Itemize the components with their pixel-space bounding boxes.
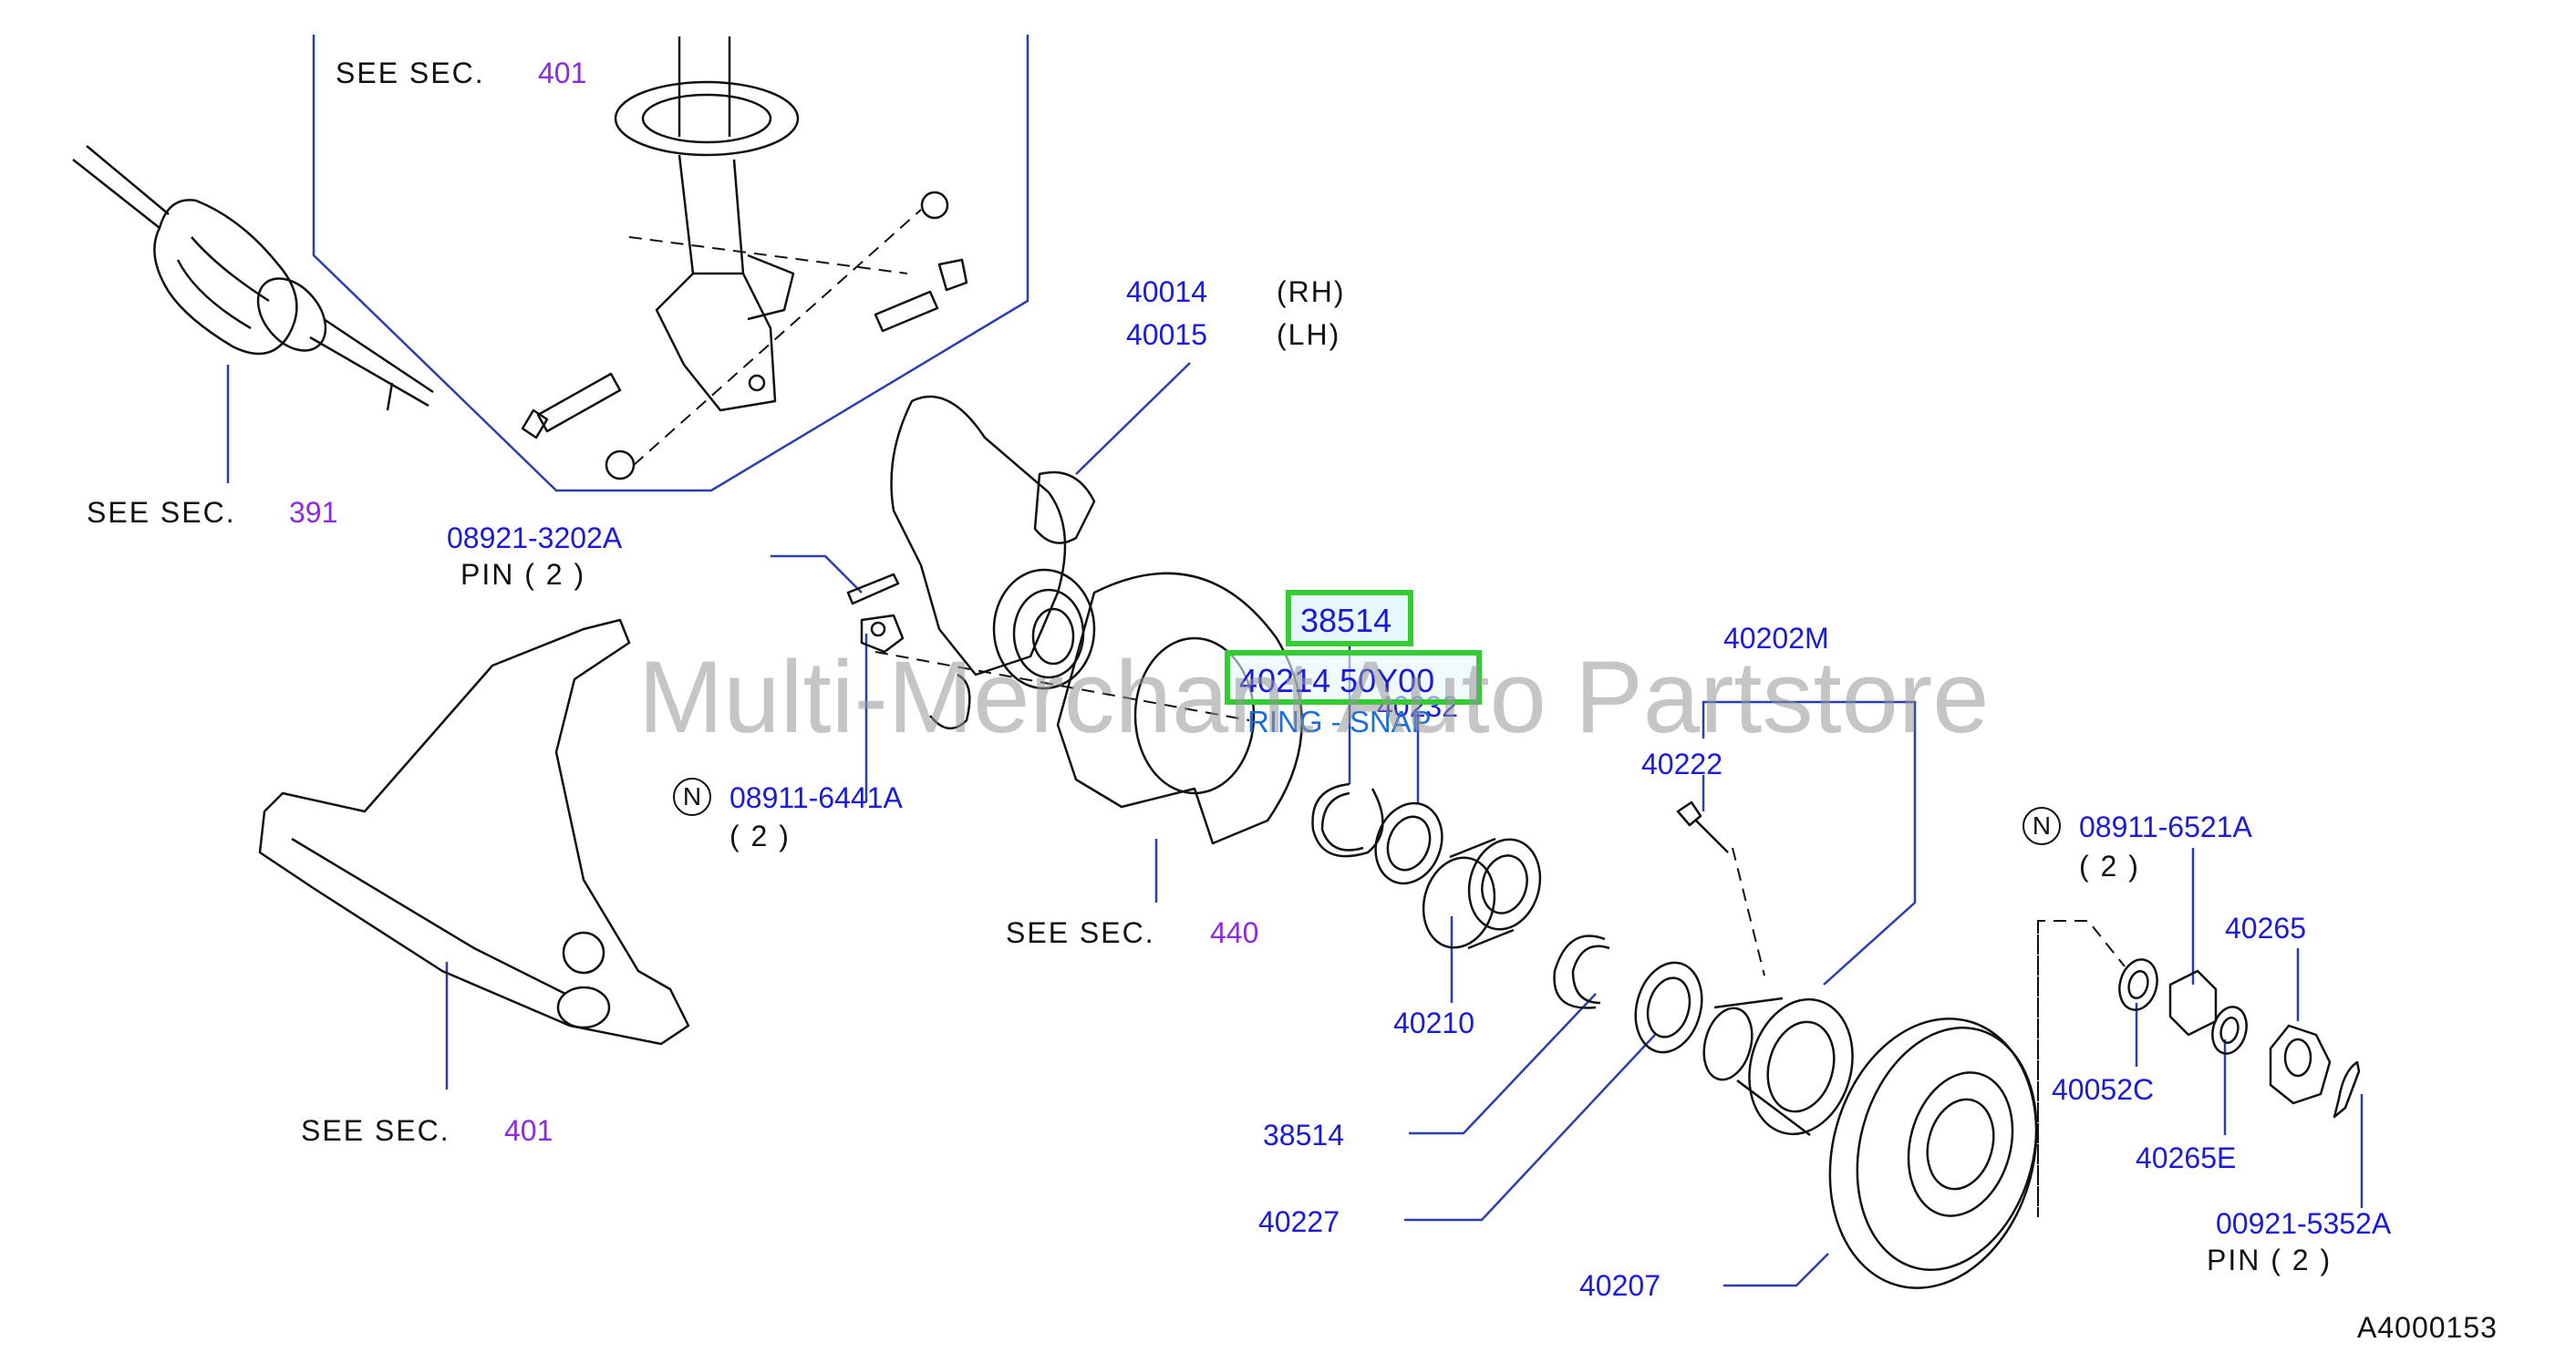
part-number-40222[interactable]: 40222 [1641, 748, 1723, 780]
see-section-label: SEE SEC. [336, 57, 485, 89]
new-part-badge: N [673, 778, 711, 816]
part-number-40265[interactable]: 40265 [2225, 912, 2306, 945]
rotor-drawing [1828, 1017, 2038, 1289]
part-number-40014[interactable]: 40014 [1126, 275, 1207, 308]
part-number-40052C[interactable]: 40052C [2052, 1073, 2155, 1106]
bearing-ring-drawing [1374, 801, 1443, 885]
highlight-part-number: 38514 [1300, 602, 1392, 639]
snap-ring-drawing [1311, 782, 1384, 858]
part-number-40210[interactable]: 40210 [1393, 1007, 1474, 1039]
side-lh-label: (LH) [1277, 318, 1341, 351]
leader-ring-lower [1409, 993, 1597, 1135]
part-number-40265E[interactable]: 40265E [2136, 1141, 2237, 1174]
part-outlines [72, 36, 2361, 1289]
section-link-391[interactable]: 391 [289, 496, 338, 529]
highlight-part-description: RING - SNAP [1247, 705, 1432, 738]
section-link-401-bottom[interactable]: 401 [504, 1114, 553, 1147]
see-section-label: SEE SEC. [1006, 916, 1155, 949]
leader-hub-assy [1702, 700, 1917, 986]
lower-arm-drawing [258, 618, 690, 1046]
strut-drawing [614, 36, 800, 412]
highlight-part-40214-50Y00[interactable]: 40214 50Y00 [1225, 650, 1482, 705]
strut-bolts-drawing [521, 191, 968, 480]
right-small-parts-drawing [2118, 958, 2361, 1119]
hub-drawing [1676, 800, 1854, 1136]
leader-pin [771, 554, 863, 594]
see-section-label: SEE SEC. [87, 496, 236, 529]
drive-shaft-drawing [72, 145, 434, 411]
leader-knuckle [1075, 362, 1191, 475]
part-number-08911-6521A[interactable]: 08911-6521A [2079, 811, 2252, 843]
part-number-40015[interactable]: 40015 [1126, 318, 1207, 351]
hub-nut-quantity: ( 2 ) [2079, 850, 2140, 883]
nut-quantity: ( 2 ) [729, 820, 791, 852]
part-number-08911-6441A[interactable]: 08911-6441A [729, 781, 903, 814]
cotter-pin-description: PIN ( 2 ) [2207, 1244, 2333, 1276]
side-rh-label: (RH) [1277, 275, 1346, 308]
part-number-40202M[interactable]: 40202M [1723, 622, 1829, 655]
lower-ring-seal-drawing [1553, 935, 1703, 1054]
part-number-40207[interactable]: 40207 [1579, 1269, 1660, 1302]
diagram-id: A4000153 [2357, 1311, 2498, 1344]
part-number-00921-5352A[interactable]: 00921-5352A [2216, 1207, 2392, 1240]
leader-rotor [1723, 1253, 1829, 1287]
see-section-label: SEE SEC. [301, 1114, 450, 1147]
pin-nut-drawing [846, 573, 905, 654]
part-number-38514-lower[interactable]: 38514 [1263, 1119, 1344, 1152]
leader-lines [226, 35, 2364, 1287]
new-part-badge: N [2023, 807, 2061, 845]
section-link-401-top[interactable]: 401 [538, 57, 587, 89]
section-box-outline [312, 35, 1029, 492]
leader-seal [1404, 1034, 1656, 1222]
part-number-40227[interactable]: 40227 [1258, 1205, 1340, 1238]
assembly-axes [628, 209, 2126, 1217]
knuckle-drawing [890, 395, 1096, 729]
part-number-08921-3202A[interactable]: 08921-3202A [447, 522, 623, 554]
pin-description: PIN ( 2 ) [460, 558, 586, 591]
highlight-part-number: 40214 50Y00 [1239, 662, 1435, 699]
section-link-440[interactable]: 440 [1210, 916, 1259, 949]
bearing-drawing [1422, 837, 1542, 950]
highlight-part-38514[interactable]: 38514 [1286, 590, 1413, 646]
